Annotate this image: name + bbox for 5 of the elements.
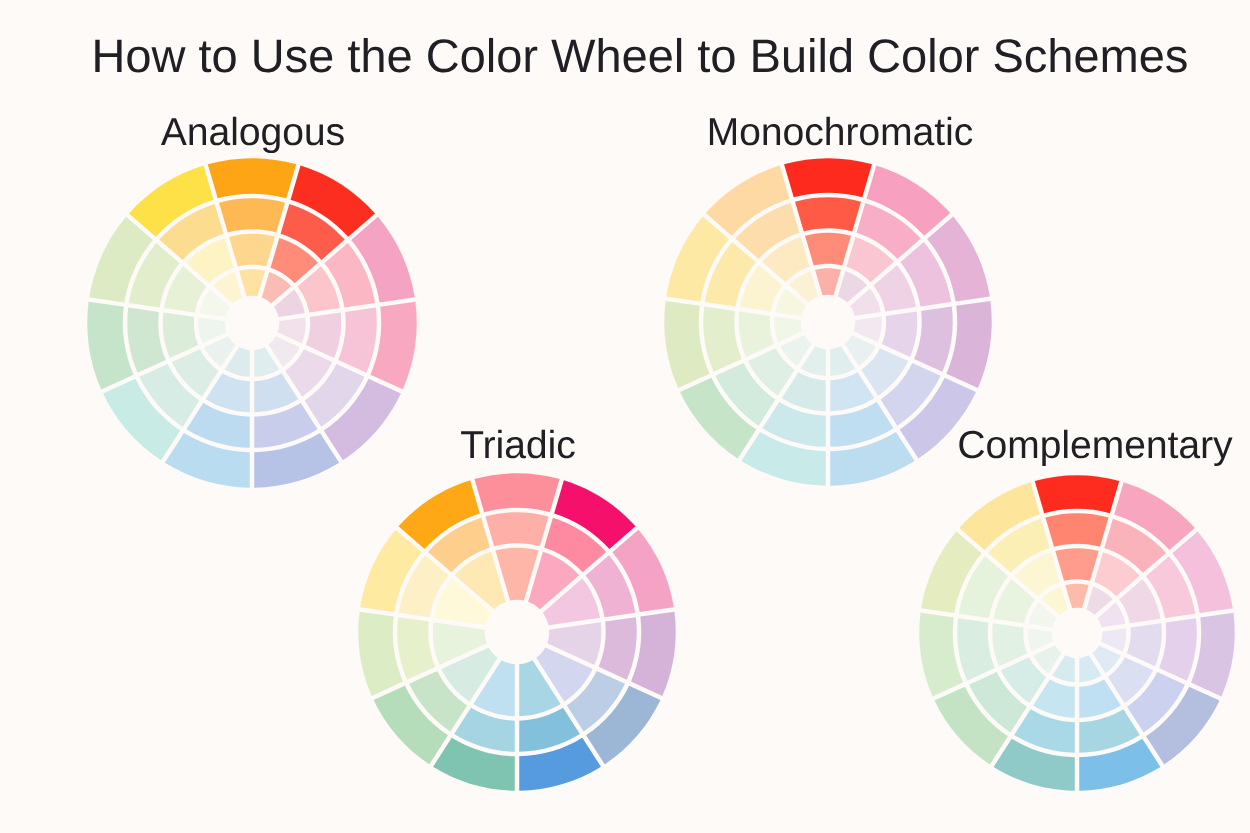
title: How to Use the Color Wheel to Build Color Schemes xyxy=(95,37,1187,73)
wheel-heading: Monochromatic xyxy=(709,116,973,146)
wheel-heading: Triadic xyxy=(461,429,575,459)
wheel-heading: Analogous xyxy=(160,116,344,154)
wheel-heading: Complementary xyxy=(959,429,1233,467)
